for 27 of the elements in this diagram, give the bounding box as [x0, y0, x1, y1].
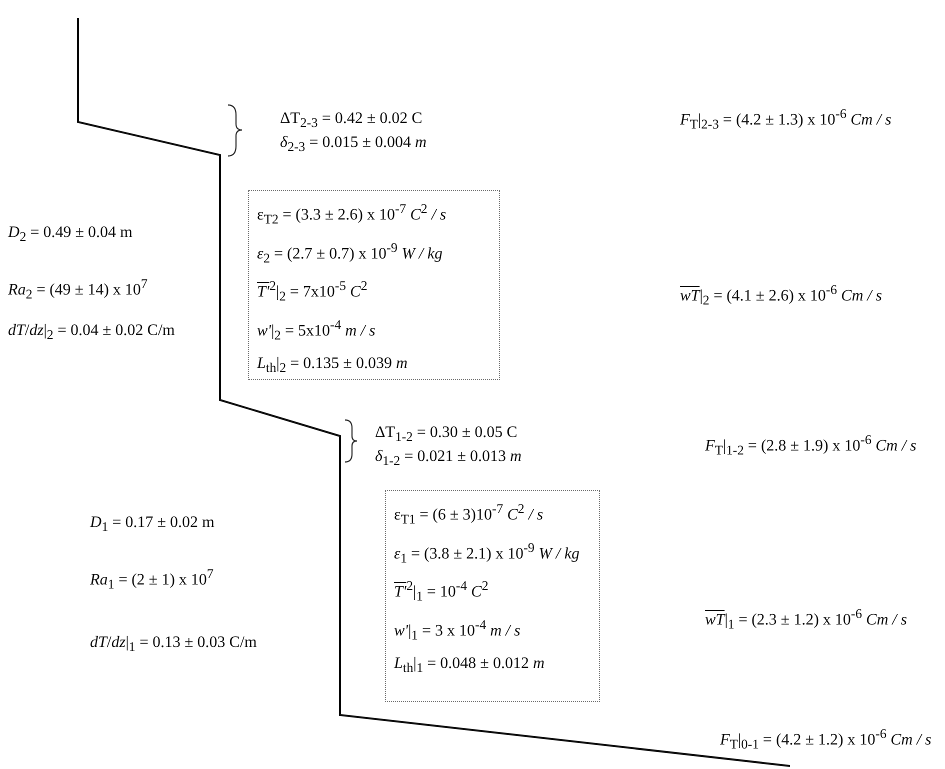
equation-text: F$_{T}$|$_{0-1}$ = (4.2 ± 1.2) x 10$^{-6}$ Cm / s — [720, 726, 932, 753]
equation-text: L$_{th}$|$_{1}$ = 0.048 ± 0.012 m — [394, 655, 546, 676]
equation-text: δ$_{2-3}$ = 0.015 ± 0.004 m — [280, 134, 427, 156]
equation-text: w'|$_{2}$ = 5x10$^{-4}$ m / s — [257, 316, 376, 344]
dotted-parameter-box — [385, 490, 600, 702]
equation-text: wT|$_{2}$ = (4.1 ± 2.6) x 10$^{-6}$ Cm / s — [680, 282, 882, 309]
equation-text: Ra$_{2}$ = (49 ± 14) x 10$^{7}$ — [8, 276, 148, 303]
equation-text: ε$_{1}$ = (3.8 ± 2.1) x 10$^{-9}$ W / kg — [394, 540, 580, 566]
equation-text: dT/dz|$_{1}$ = 0.13 ± 0.03 C/m — [90, 634, 257, 656]
equation-text: ε$_{T1}$ = (6 ± 3)10$^{-7}$ C$^{2}$ / s — [394, 501, 544, 528]
equation-text: dT/dz|$_{2}$ = 0.04 ± 0.02 C/m — [8, 322, 175, 344]
dotted-parameter-box — [248, 190, 500, 380]
equation-text: T'$^{2}$|$_{2}$ = 7x10$^{-5}$ C$^{2}$ — [257, 278, 368, 305]
equation-text: Ra$_{1}$ = (2 ± 1) x 10$^{7}$ — [90, 566, 214, 593]
equation-text: D$_{1}$ = 0.17 ± 0.02 m — [90, 514, 214, 536]
equation-text: ΔT$_{2-3}$ = 0.42 ± 0.02 C — [280, 110, 422, 132]
equation-text: F$_{T}$|$_{1-2}$ = (2.8 ± 1.9) x 10$^{-6}$ Cm / s — [705, 432, 916, 459]
equation-text: D$_{2}$ = 0.49 ± 0.04 m — [8, 224, 132, 246]
equation-text: ΔT$_{1-2}$ = 0.30 ± 0.05 C — [375, 424, 518, 446]
equation-text: F$_{T}$|$_{2-3}$ = (4.2 ± 1.3) x 10$^{-6}$ Cm / s — [680, 106, 892, 133]
equation-text: ε$_{T2}$ = (3.3 ± 2.6) x 10$^{-7}$ C$^{2}$ / s — [257, 201, 448, 228]
equation-text: ε$_{2}$ = (2.7 ± 0.7) x 10$^{-9}$ W / kg — [257, 240, 444, 266]
equation-text: δ$_{1-2}$ = 0.021 ± 0.013 m — [375, 448, 522, 470]
equation-text: L$_{th}$|$_{2}$ = 0.135 ± 0.039 m — [257, 355, 409, 376]
equation-text: wT|$_{1}$ = (2.3 ± 1.2) x 10$^{-6}$ Cm / s — [705, 606, 907, 633]
equation-text: w'|$_{1}$ = 3 x 10$^{-4}$ m / s — [394, 616, 522, 644]
equation-text: T'$^{2}$|$_{1}$ = 10$^{-4}$ C$^{2}$ — [394, 578, 490, 605]
